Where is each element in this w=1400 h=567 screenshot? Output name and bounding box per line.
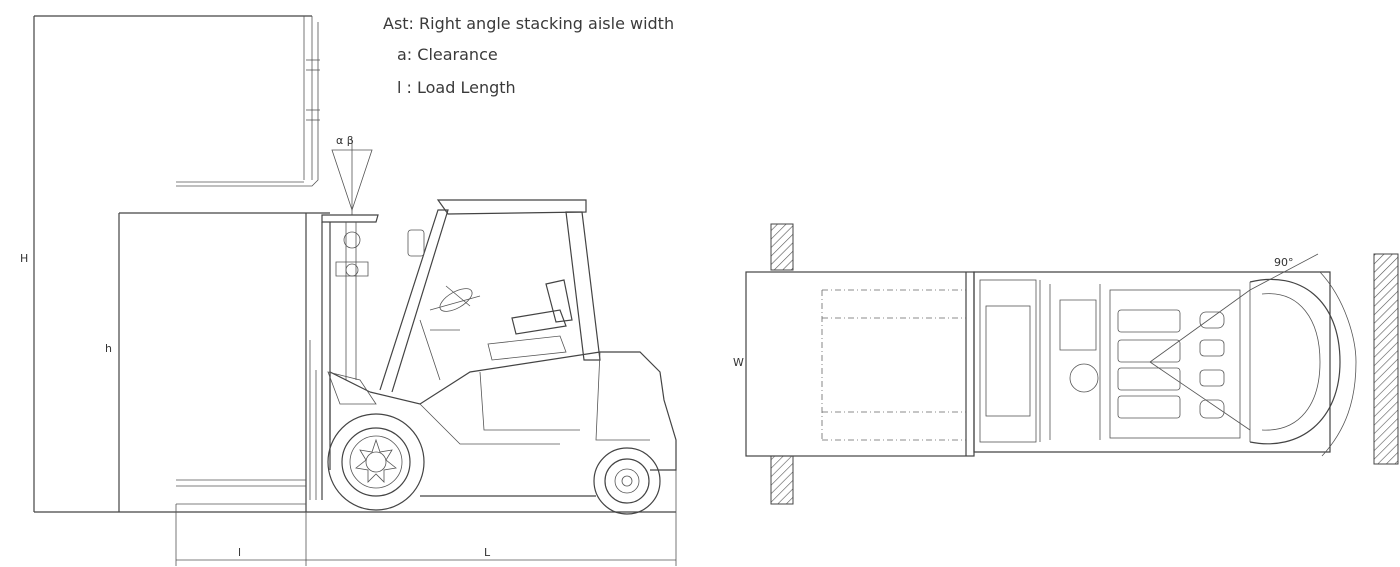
top-view: W (733, 223, 1399, 505)
legend-clearance: a: Clearance (397, 45, 498, 64)
top-chassis (973, 271, 1331, 453)
seat-and-steering (419, 279, 573, 381)
lowered-load-outline (118, 212, 330, 512)
dim-H-label: H (20, 252, 28, 265)
top-load: W (733, 271, 975, 457)
top-counterweight: 90° (1249, 253, 1357, 457)
mast: α β (321, 134, 379, 500)
front-wheel (327, 413, 425, 511)
wall-bottom-left (770, 455, 794, 505)
wall-top-left (770, 223, 794, 271)
dim-l-label: l (238, 546, 241, 559)
truck-body (327, 351, 677, 497)
raised-load-outline (33, 15, 320, 512)
legend-ast: Ast: Right angle stacking aisle width (383, 14, 675, 33)
angle-marks-label: α β (336, 134, 354, 147)
wall-right (1373, 253, 1399, 465)
dim-h-label: h (105, 342, 112, 355)
legend-load-length: l : Load Length (397, 78, 516, 97)
rear-wheel (593, 447, 661, 515)
turn-angle-label: 90° (1274, 256, 1294, 269)
dim-L-label: L (484, 546, 491, 559)
dim-W-label: W (733, 356, 744, 369)
side-view: H h l L α β (20, 15, 677, 566)
